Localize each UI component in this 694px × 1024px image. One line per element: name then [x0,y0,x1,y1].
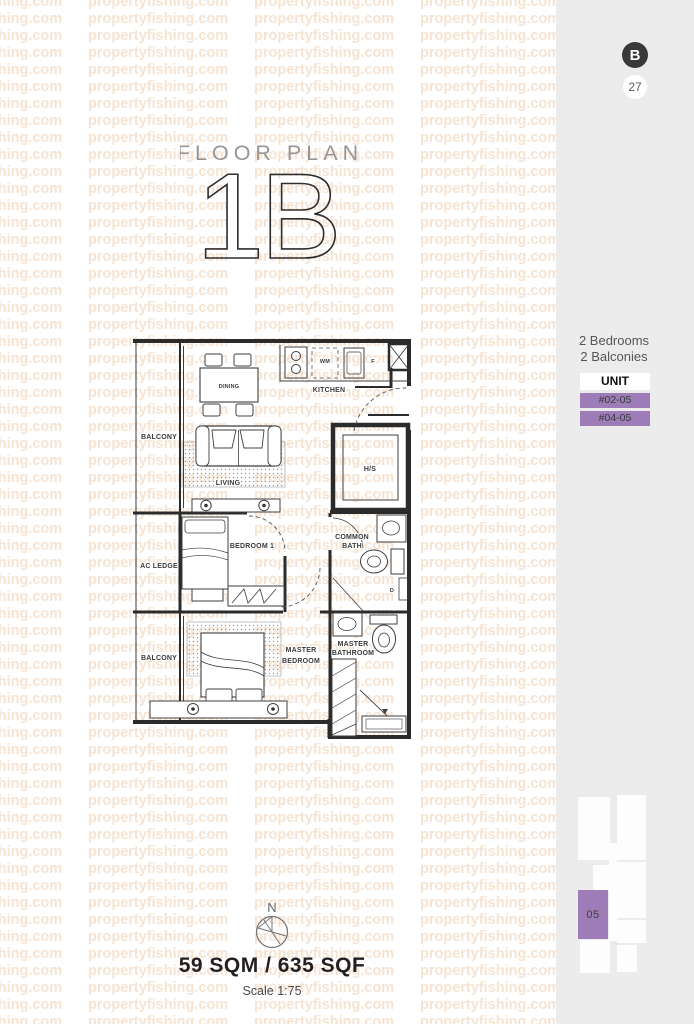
header: FLOOR PLAN 1B [180,141,363,270]
keyplan-unit-label: 05 [586,908,600,921]
compass: N [255,900,289,949]
unit-table-header: UNIT [580,373,650,390]
label-dining: DINING [219,384,239,390]
label-master-bedroom-1: MASTER [286,647,317,654]
page-number: 27 [628,80,642,94]
label-common-bath-1: COMMON [335,534,369,541]
keyplan-block [617,920,646,943]
label-bedroom1: BEDROOM 1 [230,543,274,550]
brand-logo: B [622,42,648,68]
walls [133,339,411,739]
keyplan-block [617,862,646,918]
unit-info: 2 Bedrooms 2 Balconies [556,333,672,365]
scale-text: Scale 1:75 [242,984,302,998]
label-living: LIVING [216,480,241,487]
label-hs: H/S [364,466,376,473]
balconies-text: 2 Balconies [580,349,648,364]
label-master-bedroom-2: BEDROOM [282,658,320,665]
label-balcony-bottom: BALCONY [141,655,177,662]
living-area: LIVING [181,425,286,513]
unit-row: #02-05 [580,393,650,408]
label-master-bathroom-2: BATHROOM [332,650,374,657]
keyplan-block [617,795,646,860]
keyplan-block [609,843,617,941]
compass-needle-icon [256,915,287,945]
keyplan-unit-05-highlight: 05 [578,890,608,939]
page-title: FLOOR PLAN [180,141,363,165]
unit-type-heading: 1B [196,148,337,270]
page-number-badge: 27 [623,75,647,99]
master-bedroom: MASTER BEDROOM [149,621,321,719]
label-kitchen: KITCHEN [313,387,346,394]
label-fridge: F [371,359,375,365]
household-shelter: H/S [330,422,411,513]
area-text: 59 SQM / 635 SQF [178,954,366,977]
north-label: N [267,900,276,915]
label-master-bathroom-1: MASTER [338,641,369,648]
common-bath: COMMON BATH D [332,514,409,612]
label-wm: WM [320,359,330,365]
kitchen: WM F KITCHEN [279,342,411,395]
label-common-bath-2: BATH [342,543,362,550]
label-ac-ledge: AC LEDGE [140,563,178,570]
label-balcony-top: BALCONY [141,434,177,441]
keyplan-block [617,945,637,972]
floor-plan: H/S WM F KITCHEN DINING LIVING [133,339,411,739]
bedrooms-text: 2 Bedrooms [578,333,650,348]
label-d: D [390,588,394,594]
dining-set: DINING [199,353,259,417]
keyplan-block [593,865,613,890]
bedroom1: BEDROOM 1 [181,516,285,607]
door-swings [248,387,407,608]
keyplan-block [580,940,610,973]
brand-logo-letter: B [629,46,641,64]
unit-row: #04-05 [580,411,650,426]
master-bathroom: MASTER BATHROOM [331,612,407,737]
keyplan-block [578,797,610,860]
unit-table: UNIT #02-05 #04-05 [580,373,650,426]
